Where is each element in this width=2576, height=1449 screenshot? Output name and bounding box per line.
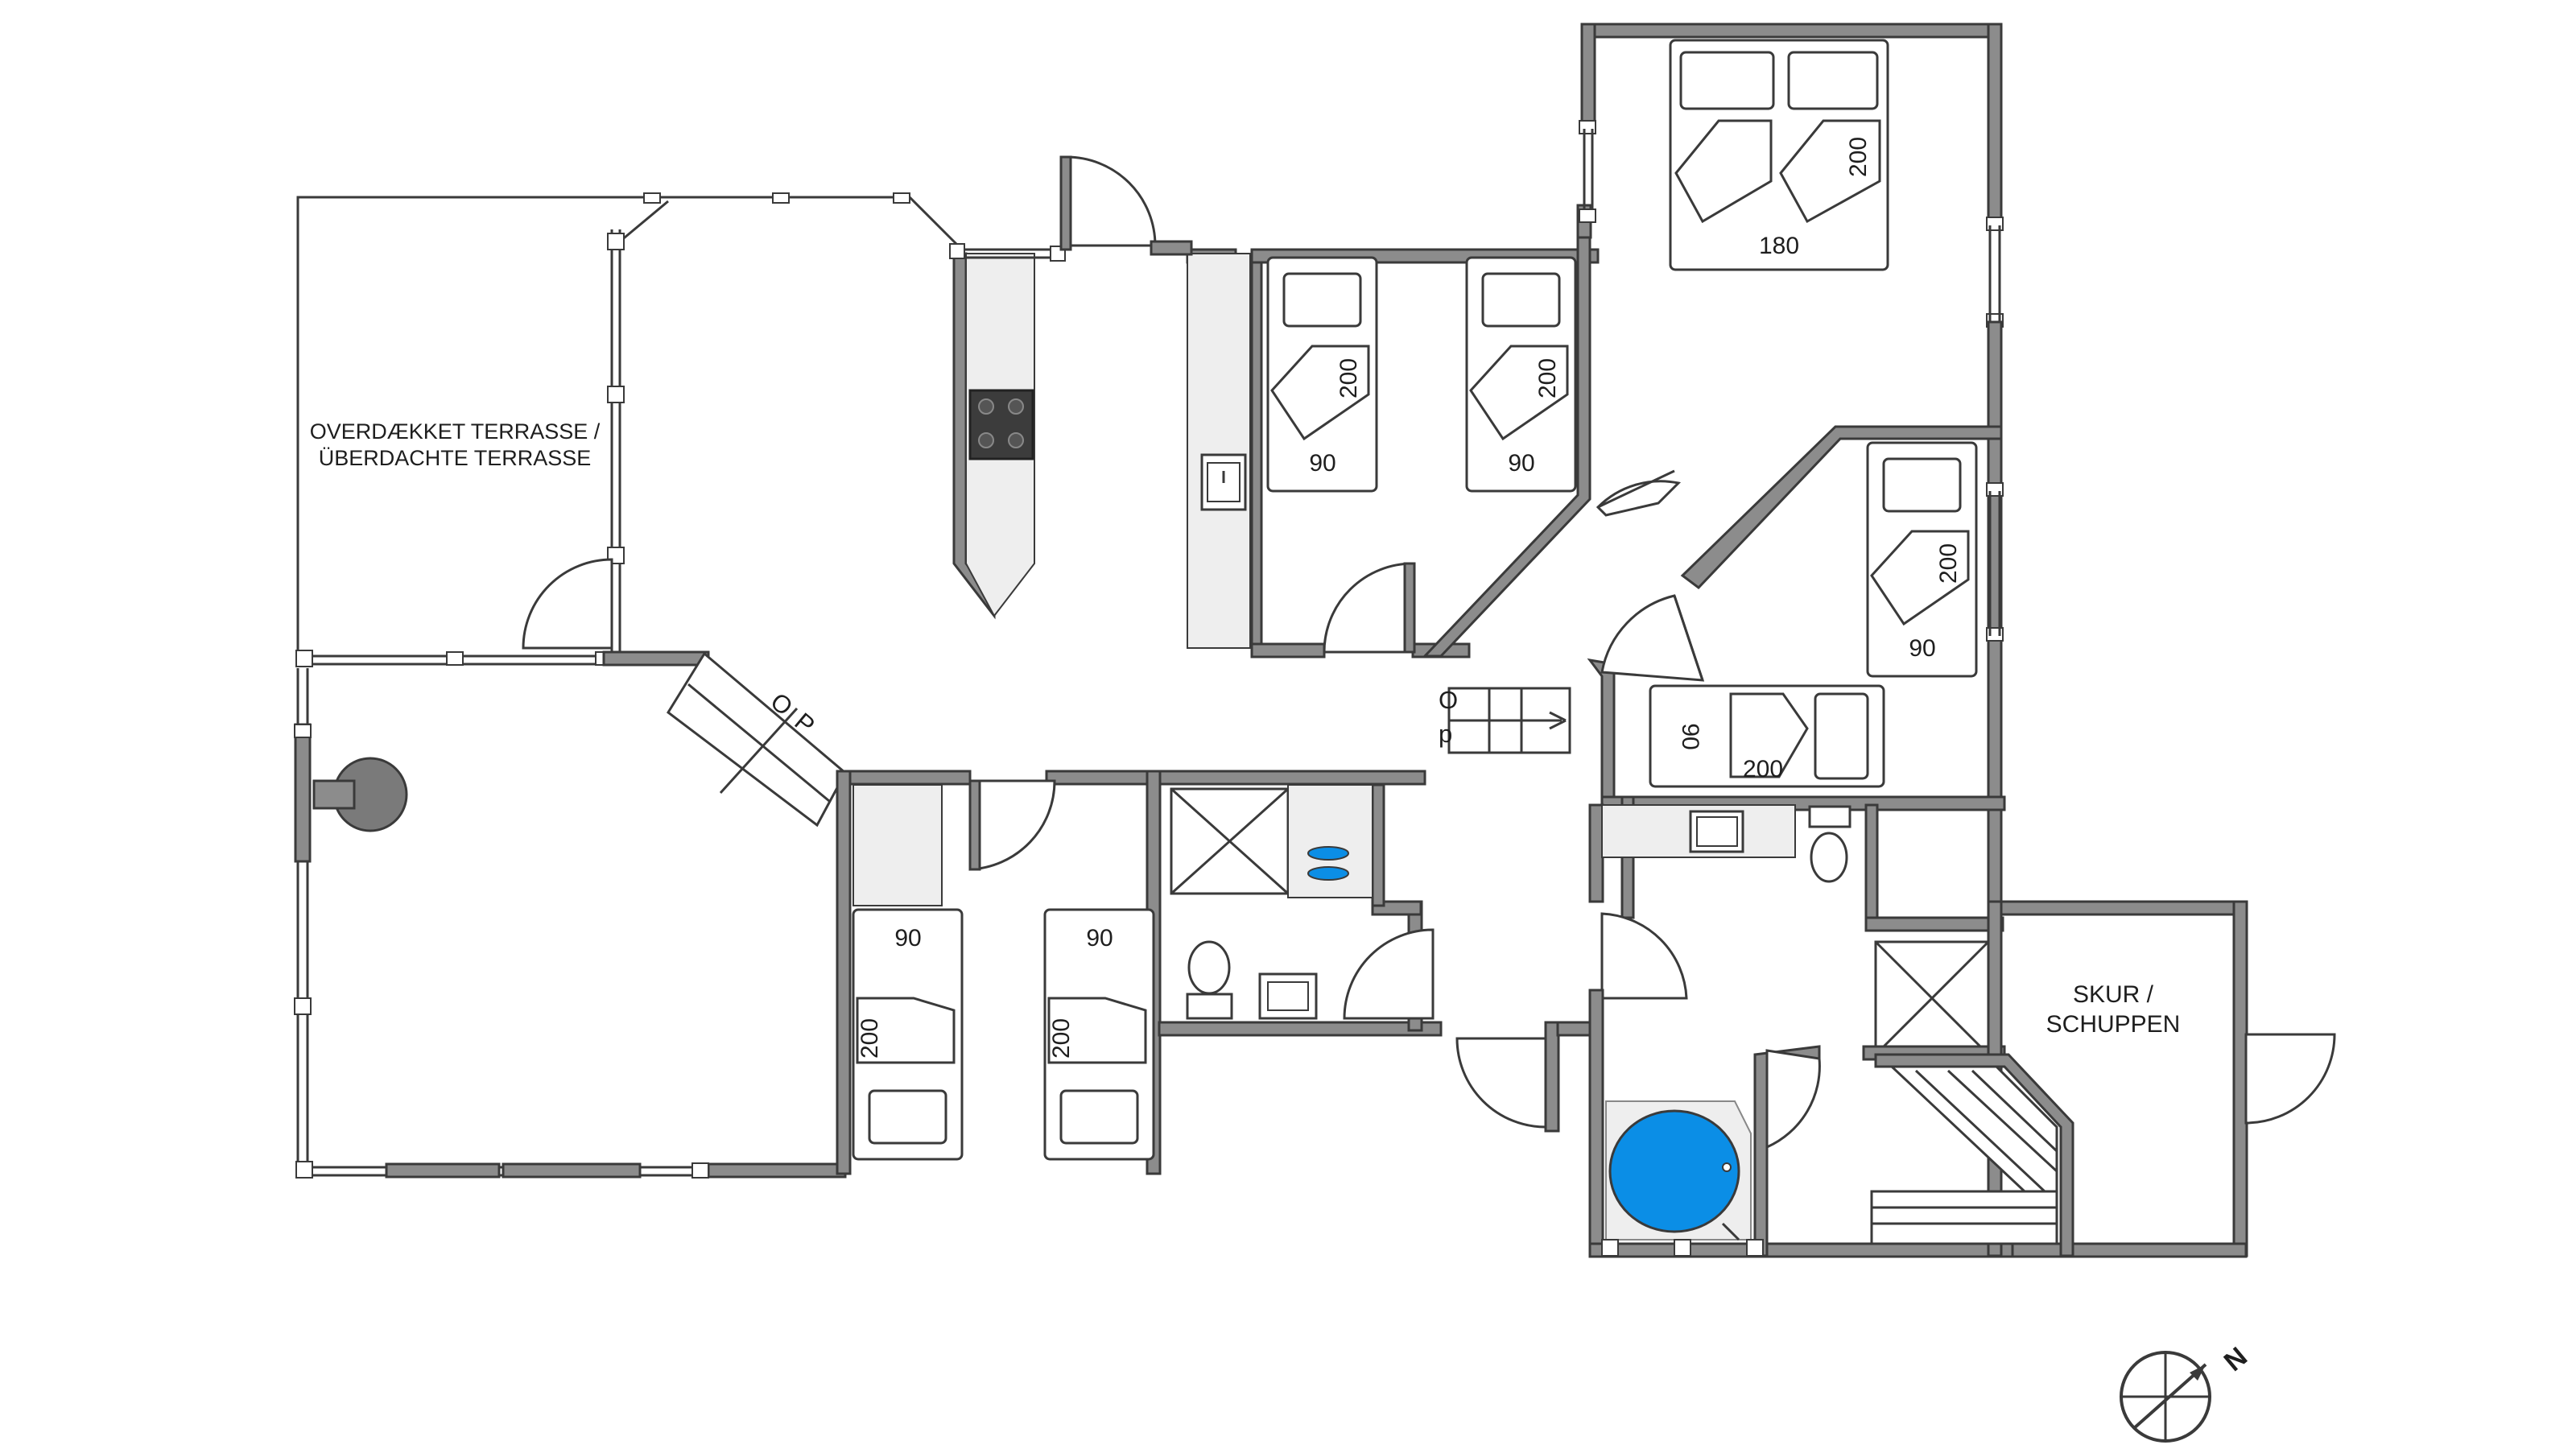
bed-width-label: 90 [1677, 723, 1703, 749]
bed-width-label: 90 [1086, 925, 1113, 952]
washer-icon [1287, 784, 1373, 898]
service-door[interactable] [1600, 912, 1688, 1000]
bed-width-label: 90 [1909, 635, 1935, 662]
compass-north-label: N [2219, 1341, 2253, 1377]
hall-up-label: O [1439, 686, 1458, 714]
single-bed: 90 200 [852, 908, 964, 1161]
entry-door[interactable] [1059, 155, 1193, 256]
bed-length-label: 200 [1335, 358, 1362, 398]
toilet-icon [1187, 940, 1231, 995]
bed-length-label: 200 [1935, 543, 1962, 584]
bed-width-label: 90 [894, 925, 921, 952]
compass-rose: N [2120, 1341, 2253, 1443]
double-bed: 180 200 [1669, 39, 1889, 271]
bedroom-4: 90 200 90 200 [836, 770, 1426, 1175]
bed-length-label: 200 [1743, 756, 1783, 782]
bed-length-label: 200 [1048, 1018, 1075, 1059]
toilet-icon [1810, 832, 1848, 883]
single-bed: 90 200 [1043, 908, 1155, 1161]
bed-width-label: 90 [1309, 450, 1335, 477]
bathroom-1 [1158, 783, 1443, 1037]
living-area-windows [294, 650, 847, 1179]
terrace-door[interactable] [522, 558, 613, 650]
bedroom-3-door[interactable] [1600, 594, 1705, 682]
single-bed: 90 200 [1649, 684, 1885, 788]
single-bed: 90 200 [1266, 256, 1378, 493]
shed-label-line1: SKUR / [2073, 981, 2154, 1008]
kitchen [949, 243, 1251, 649]
hall-door-south[interactable] [1455, 1021, 1596, 1133]
bed-length-label: 200 [857, 1018, 883, 1059]
bedroom-2: 90 200 90 200 [1250, 224, 1600, 658]
master-bedroom: 180 200 [1576, 23, 2004, 590]
shed: SKUR / SCHUPPEN [1870, 900, 2336, 1258]
master-door[interactable] [1596, 469, 1682, 517]
bedroom-4-door[interactable] [968, 779, 1056, 871]
hall-stairs: O p [1439, 686, 1571, 754]
service-room [1588, 803, 2004, 1056]
bed-width-label: 90 [1508, 450, 1534, 477]
spa-bathroom [1588, 989, 2026, 1258]
ramp-stairs: O P [667, 651, 847, 828]
single-bed: 90 200 [1465, 256, 1577, 493]
hall-down-label: p [1439, 720, 1452, 748]
bed-length-label: 200 [1845, 137, 1872, 177]
stove-fireplace [312, 757, 408, 832]
bed-length-label: 200 [1534, 358, 1561, 398]
terrace-label-line1: OVERDÆKKET TERRASSE / [310, 419, 601, 444]
spa-door[interactable] [1765, 1049, 1821, 1150]
cooktop-icon [968, 389, 1034, 460]
bed-width-label: 180 [1759, 233, 1799, 259]
bathroom-1-door[interactable] [1343, 928, 1435, 1020]
covered-terrace: OVERDÆKKET TERRASSE / ÜBERDACHTE TERRASS… [296, 192, 960, 652]
shed-label-line2: SCHUPPEN [2046, 1011, 2181, 1038]
terrace-label-line2: ÜBERDACHTE TERRASSE [319, 446, 592, 470]
spa-bath-icon [1608, 1109, 1740, 1233]
bedroom-2-door[interactable] [1323, 562, 1416, 654]
single-bed: 90 200 [1866, 441, 1978, 678]
shed-door[interactable] [2244, 1033, 2336, 1125]
